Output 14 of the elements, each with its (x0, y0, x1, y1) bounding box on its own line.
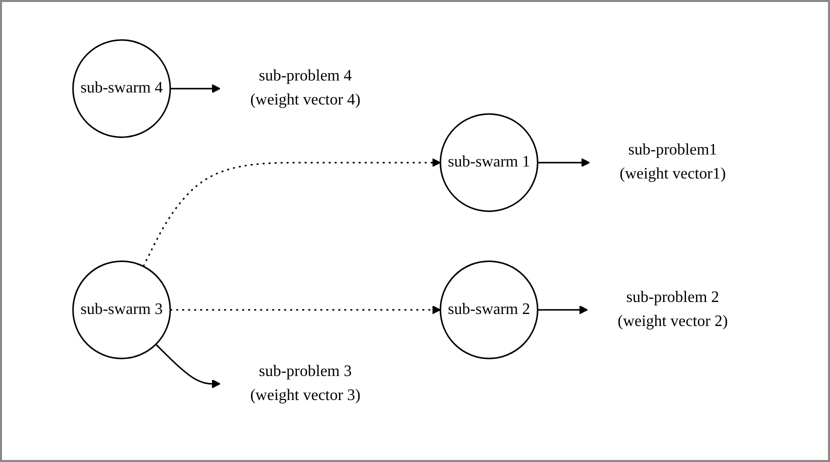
node-circle: sub-swarm 4 (72, 38, 171, 138)
arrow (170, 305, 440, 314)
node-circle: sub-swarm 3 (72, 260, 171, 359)
arrow (142, 158, 440, 266)
arrow (537, 158, 590, 167)
node-text: sub-problem 3 (weight vector 3) (250, 362, 360, 404)
node-circle: sub-swarm 1 (439, 112, 538, 212)
node-text: sub-problem1 (weight vector1) (619, 141, 726, 182)
node-text: sub-problem 4 (weight vector 4) (250, 67, 360, 108)
node-circle: sub-swarm 2 (439, 260, 538, 359)
arrow (170, 84, 220, 93)
arrow (537, 305, 588, 314)
arrow (154, 343, 220, 388)
node-text: sub-problem 2 (weight vector 2) (617, 288, 728, 330)
